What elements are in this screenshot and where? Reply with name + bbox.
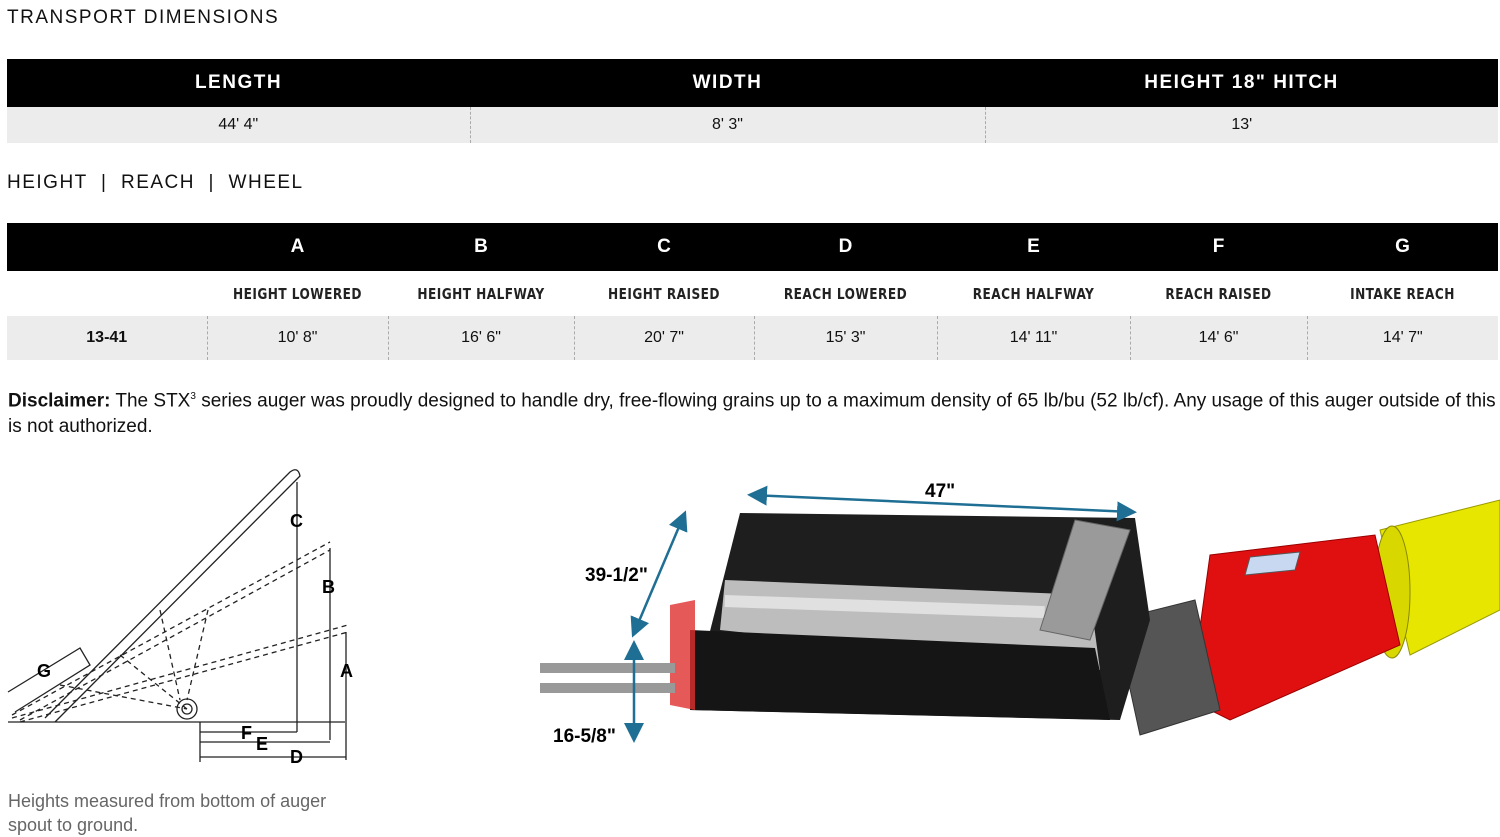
label-c: C: [290, 511, 303, 531]
value-g: 14' 7": [1306, 316, 1498, 360]
height-value: 13': [984, 107, 1498, 143]
value-e: 14' 11": [936, 316, 1130, 360]
header-b: B: [388, 223, 574, 271]
disclaimer-sup: 3: [190, 391, 196, 402]
dimension-height: 16-5/8": [553, 726, 616, 747]
label-height-lowered: HEIGHT LOWERED: [233, 284, 362, 303]
value-c: 20' 7": [573, 316, 754, 360]
hopper-illustration: 47" 39-1/2" 16-5/8": [540, 481, 1500, 747]
dimension-length: 47": [925, 481, 955, 502]
header-length: LENGTH: [7, 59, 470, 107]
transport-dimensions-title: TRANSPORT DIMENSIONS: [7, 7, 280, 28]
dimension-width: 39-1/2": [585, 565, 648, 586]
label-f: F: [241, 723, 252, 743]
disclaimer-label: Disclaimer:: [8, 390, 111, 412]
header-height: HEIGHT 18" HITCH: [985, 59, 1498, 107]
value-a: 10' 8": [206, 316, 388, 360]
header-f: F: [1130, 223, 1307, 271]
header-g: G: [1307, 223, 1498, 271]
header-blank: [7, 223, 207, 271]
auger-dimension-diagram: C B A G F E D: [7, 469, 353, 767]
header-d: D: [754, 223, 937, 271]
label-d: D: [290, 747, 303, 767]
label-reach-lowered: REACH LOWERED: [783, 284, 908, 303]
label-g: G: [37, 661, 51, 681]
width-value: 8' 3": [469, 107, 985, 143]
header-width: WIDTH: [470, 59, 985, 107]
height-reach-wheel-title: HEIGHT | REACH | WHEEL: [7, 172, 304, 193]
table-row: 13-41 10' 8" 16' 6" 20' 7" 15' 3" 14' 11…: [7, 316, 1498, 360]
table-row: 44' 4" 8' 3" 13': [7, 107, 1498, 143]
label-intake-reach: INTAKE REACH: [1350, 284, 1455, 303]
label-reach-halfway: REACH HALFWAY: [972, 284, 1095, 303]
height-reach-table: A B C D E F G HEIGHT LOWERED HEIGHT HALF…: [7, 223, 1498, 360]
header-a: A: [207, 223, 388, 271]
label-a: A: [340, 661, 353, 681]
value-d: 15' 3": [753, 316, 937, 360]
length-value: 44' 4": [7, 107, 470, 143]
value-b: 16' 6": [387, 316, 574, 360]
transport-dimensions-table: LENGTH WIDTH HEIGHT 18" HITCH 44' 4" 8' …: [7, 59, 1498, 143]
label-reach-raised: REACH RAISED: [1165, 284, 1272, 303]
header-e: E: [937, 223, 1130, 271]
disclaimer: Disclaimer: The STX3 series auger was pr…: [8, 384, 1500, 440]
label-height-halfway: HEIGHT HALFWAY: [417, 284, 545, 303]
header-c: C: [574, 223, 754, 271]
model-cell: 13-41: [7, 316, 207, 360]
sub-blank: [17, 271, 197, 316]
label-e: E: [256, 734, 268, 754]
value-f: 14' 6": [1129, 316, 1307, 360]
disclaimer-text-rest: series auger was proudly designed to han…: [8, 390, 1496, 438]
label-b: B: [322, 577, 335, 597]
diagram-note: Heights measured from bottom of auger sp…: [8, 791, 327, 835]
label-height-raised: HEIGHT RAISED: [608, 284, 720, 303]
disclaimer-text: The STX: [110, 390, 191, 412]
